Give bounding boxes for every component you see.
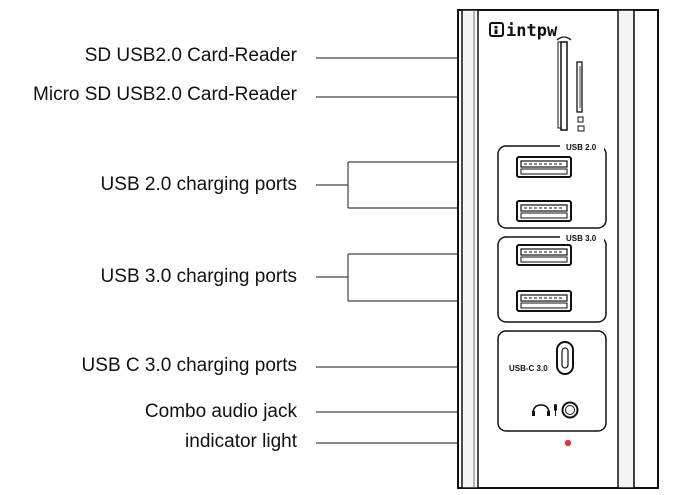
audio-jack-label: Combo audio jack bbox=[144, 401, 297, 422]
usb3-port-1[interactable] bbox=[516, 244, 572, 266]
usb2-group-label: USB 2.0 bbox=[566, 143, 597, 152]
usbc-audio-group-frame bbox=[497, 330, 607, 432]
device-right-rail bbox=[617, 9, 635, 489]
audio-jack[interactable] bbox=[561, 401, 579, 419]
indicator-light bbox=[564, 439, 572, 447]
usb3-port-2[interactable] bbox=[516, 290, 572, 312]
micro-sd-card-slot bbox=[576, 61, 585, 132]
usb2-port-1[interactable] bbox=[516, 156, 572, 178]
micro-sd-card-icon bbox=[577, 125, 585, 132]
usb3-group-frame bbox=[497, 236, 607, 323]
device-left-rail bbox=[461, 9, 479, 489]
indicator-light-label: indicator light bbox=[185, 431, 297, 452]
sd-card-reader-label: SD USB2.0 Card-Reader bbox=[84, 45, 297, 66]
usbc-label: USB-C 3.0 bbox=[509, 364, 548, 373]
usbc-port[interactable] bbox=[556, 341, 574, 375]
brand-logo: intpw bbox=[489, 21, 558, 41]
usbc-ports-label: USB C 3.0 charging ports bbox=[81, 355, 297, 376]
brand-name: intpw bbox=[506, 21, 558, 41]
usb3-group-label: USB 3.0 bbox=[566, 234, 597, 243]
headset-mic-icon bbox=[532, 404, 557, 416]
sd-card-icon bbox=[577, 116, 584, 123]
usb2-port-2[interactable] bbox=[516, 200, 572, 222]
sd-card-slot bbox=[556, 36, 572, 131]
usb3-port-group: USB 3.0 bbox=[497, 233, 607, 323]
brand-logo-icon bbox=[489, 22, 504, 37]
micro-sd-card-reader-label: Micro SD USB2.0 Card-Reader bbox=[33, 84, 297, 105]
usb2-group-frame bbox=[497, 145, 607, 229]
usb2-port-group: USB 2.0 bbox=[497, 142, 607, 229]
usb3-ports-label: USB 3.0 charging ports bbox=[100, 266, 297, 287]
usb2-ports-label: USB 2.0 charging ports bbox=[100, 174, 297, 195]
usbc-audio-group: USB-C 3.0 bbox=[497, 330, 607, 432]
